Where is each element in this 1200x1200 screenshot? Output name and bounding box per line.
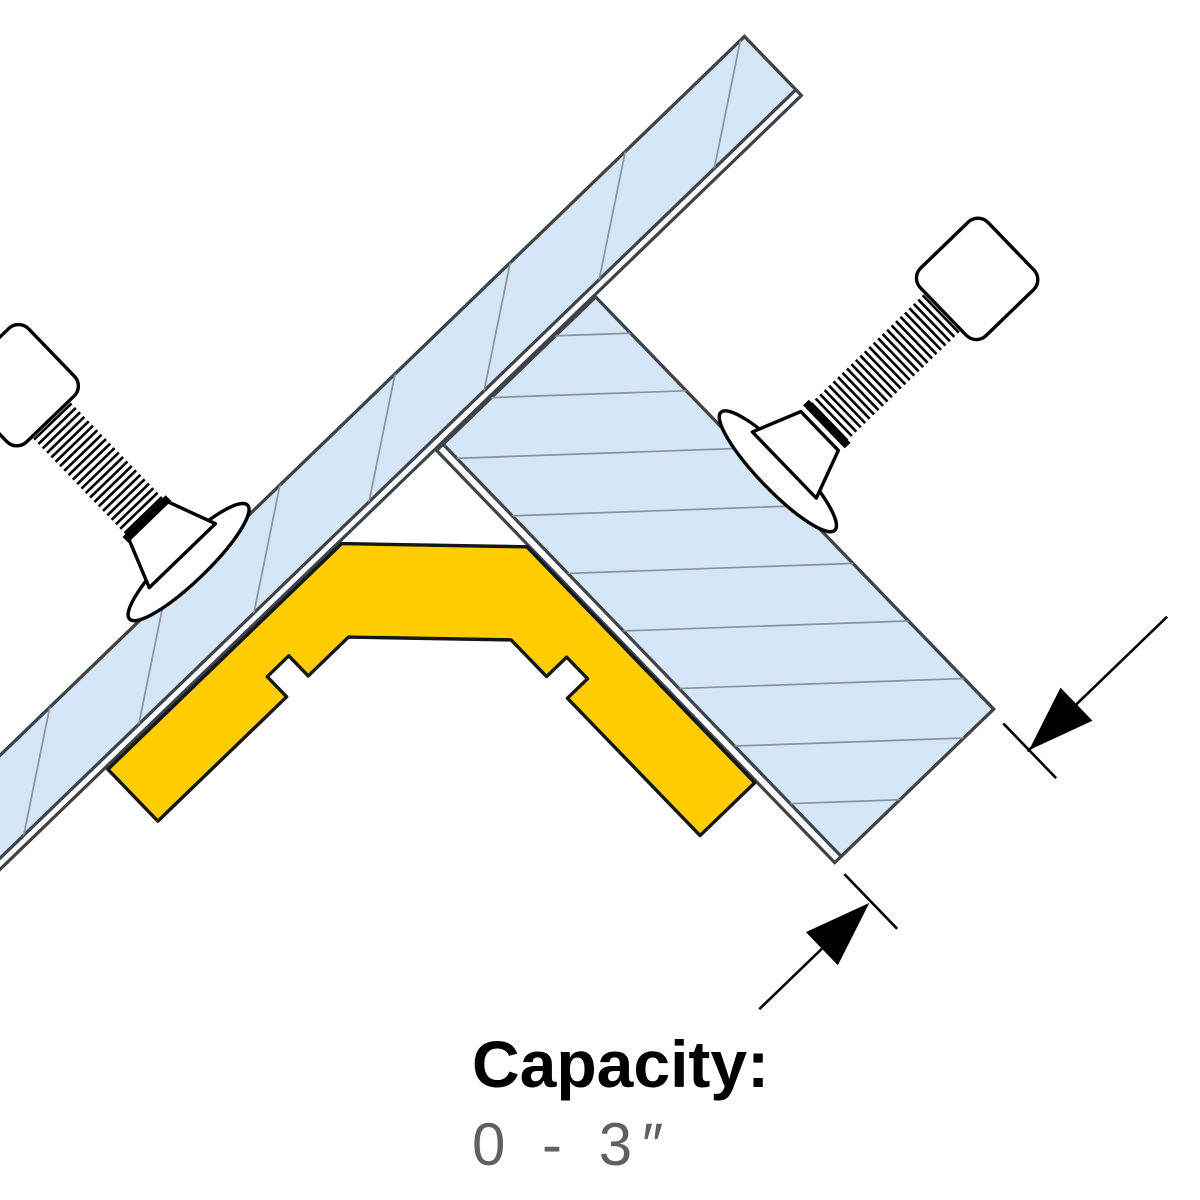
- left-thread-base: [122, 495, 172, 543]
- clamp-jaw: [106, 541, 757, 838]
- capacity-value: 0 - 3″: [472, 1111, 674, 1179]
- capacity-caption: Capacity: 0 - 3″: [472, 1027, 770, 1179]
- dimension-arrowhead-lower: [805, 902, 870, 966]
- right-screw-head: [914, 216, 1040, 342]
- dimension-tick-inner: [843, 873, 899, 930]
- board-a-grain-hatch: [20, 36, 744, 850]
- board-a-body: [0, 34, 799, 881]
- dimension-arrowhead-upper: [1029, 687, 1093, 751]
- left-screw-thread: [29, 398, 163, 535]
- board-a-thin-plank: [0, 34, 804, 887]
- right-thread-base: [803, 399, 851, 449]
- capacity-label: Capacity:: [472, 1027, 770, 1101]
- left-screw-head: [0, 322, 81, 448]
- left-screw: [0, 322, 251, 623]
- right-screw-thread: [805, 292, 962, 446]
- right-pad-neck: [750, 409, 841, 500]
- dimension-markers: [758, 615, 1169, 1011]
- right-screw: [717, 216, 1040, 534]
